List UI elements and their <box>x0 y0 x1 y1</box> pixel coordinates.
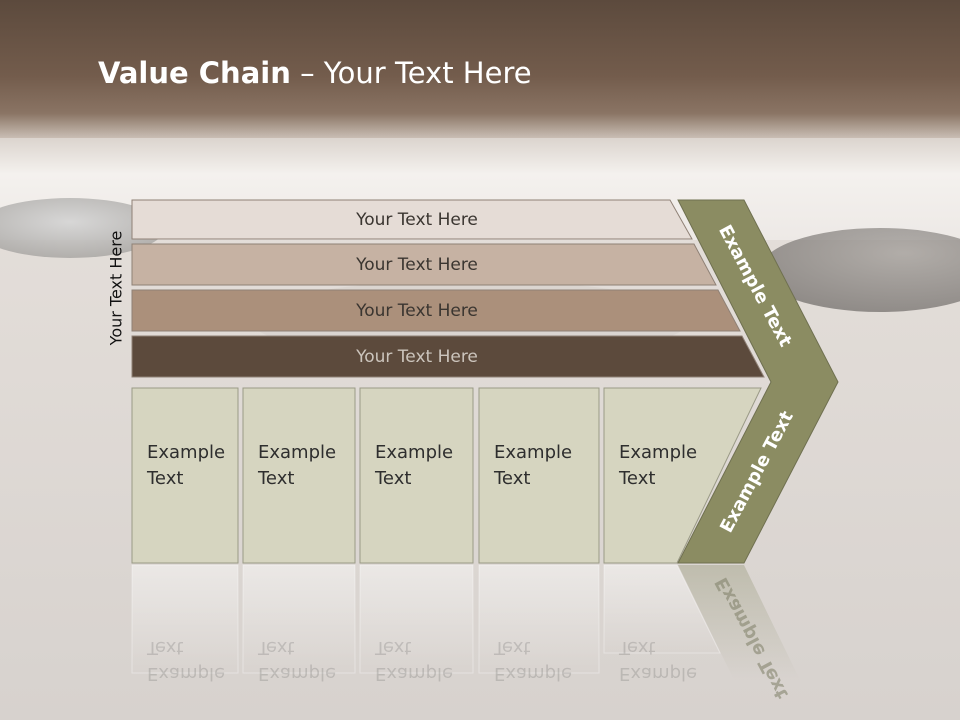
row-bar-1 <box>131 199 693 240</box>
row-label-3: Your Text Here <box>356 300 478 321</box>
column-reflection-label-4: Example Text <box>494 634 572 686</box>
column-reflection-3 <box>359 564 474 674</box>
row-bar-2 <box>131 243 717 286</box>
column-label-line2: Text <box>258 468 295 489</box>
column-reflection-5 <box>603 564 721 654</box>
column-box-4 <box>478 387 600 564</box>
column-reflection-line1: Example <box>258 663 337 684</box>
row-label-2: Your Text Here <box>356 254 478 275</box>
column-reflection-4 <box>478 564 600 674</box>
column-reflection-label-1: Example Text <box>147 634 225 686</box>
column-reflection-line1: Example <box>375 663 454 684</box>
column-box-5 <box>603 387 762 564</box>
column-reflection-label-5: Example Text <box>619 634 697 686</box>
column-label-line2: Text <box>494 468 531 489</box>
column-reflection-line1: Example <box>494 663 573 684</box>
row-label-4: Your Text Here <box>356 346 478 367</box>
title-rest: – Your Text Here <box>290 56 532 90</box>
chevron-reflection <box>678 565 800 680</box>
column-label-line2: Text <box>619 468 656 489</box>
column-reflection-line1: Example <box>147 663 226 684</box>
column-label-line1: Example <box>494 442 573 463</box>
column-label-line1: Example <box>258 442 337 463</box>
slide-title: Value Chain – Your Text Here <box>98 56 532 90</box>
column-label-line1: Example <box>619 442 698 463</box>
column-reflection-line2: Text <box>375 637 412 658</box>
column-label-line2: Text <box>147 468 184 489</box>
column-reflection-line2: Text <box>147 637 184 658</box>
column-reflection-label-2: Example Text <box>258 634 336 686</box>
chevron-arrow <box>677 199 839 564</box>
row-bar-4 <box>131 335 765 378</box>
column-box-2 <box>242 387 356 564</box>
column-box-3 <box>359 387 474 564</box>
column-box-1 <box>131 387 239 564</box>
row-bar-3 <box>131 289 741 332</box>
column-reflection-label-3: Example Text <box>375 634 453 686</box>
column-reflection-line2: Text <box>258 637 295 658</box>
column-reflection-line1: Example <box>619 663 698 684</box>
column-reflection-line2: Text <box>619 637 656 658</box>
column-label-line1: Example <box>147 442 226 463</box>
column-label-line1: Example <box>375 442 454 463</box>
title-bold: Value Chain <box>98 56 291 90</box>
column-label-line2: Text <box>375 468 412 489</box>
row-label-1: Your Text Here <box>356 209 478 230</box>
column-reflection-2 <box>242 564 356 674</box>
column-reflection-line2: Text <box>494 637 531 658</box>
column-reflection-1 <box>131 564 239 674</box>
